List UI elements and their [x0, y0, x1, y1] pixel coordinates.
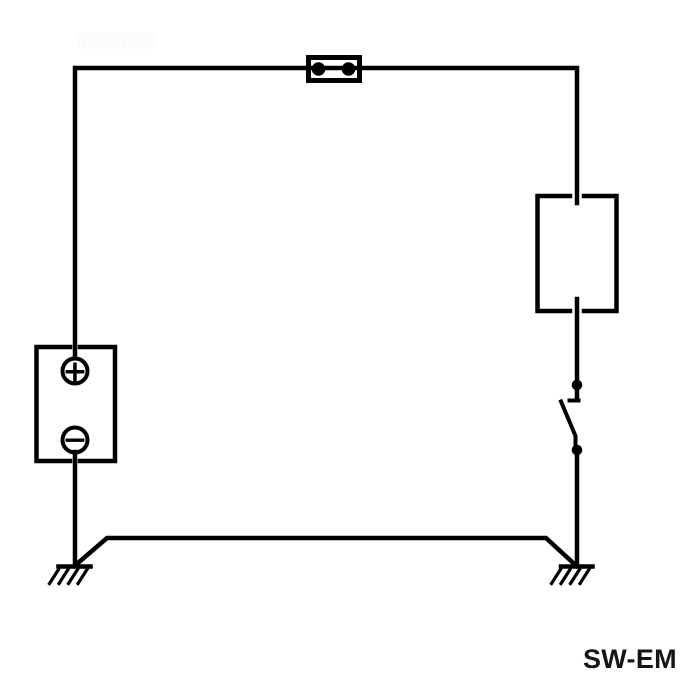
switch-contact-top: [571, 379, 583, 391]
fuse-body: [306, 55, 362, 83]
load-box-icon: [535, 193, 619, 314]
battery-plus-terminal-icon: [60, 356, 90, 386]
watermark-label: SW-EM: [583, 644, 677, 674]
battery-minus-label: −: [62, 423, 87, 458]
battery-minus-terminal-icon: [60, 425, 90, 455]
battery-plus-label: +: [62, 355, 87, 390]
load-box: [535, 193, 619, 314]
switch-open-icon: [558, 379, 583, 456]
ground-icon-left: [47, 564, 93, 586]
switch-contact-bottom: [571, 444, 583, 456]
ground-hatching: [47, 567, 90, 586]
fuse-icon: [306, 55, 362, 83]
faint-artifact: [78, 33, 158, 49]
fuse-terminal-left: [311, 62, 326, 76]
battery-box: [34, 344, 118, 464]
wire-battery-to-load: [72, 65, 580, 361]
switch-blade: [558, 398, 578, 448]
ground-icon-right: [549, 564, 595, 586]
ground-bus-wire: [71, 535, 580, 570]
fuse-terminal-right: [341, 62, 356, 76]
battery-icon: + −: [34, 344, 118, 464]
ground-hatching: [549, 567, 592, 586]
